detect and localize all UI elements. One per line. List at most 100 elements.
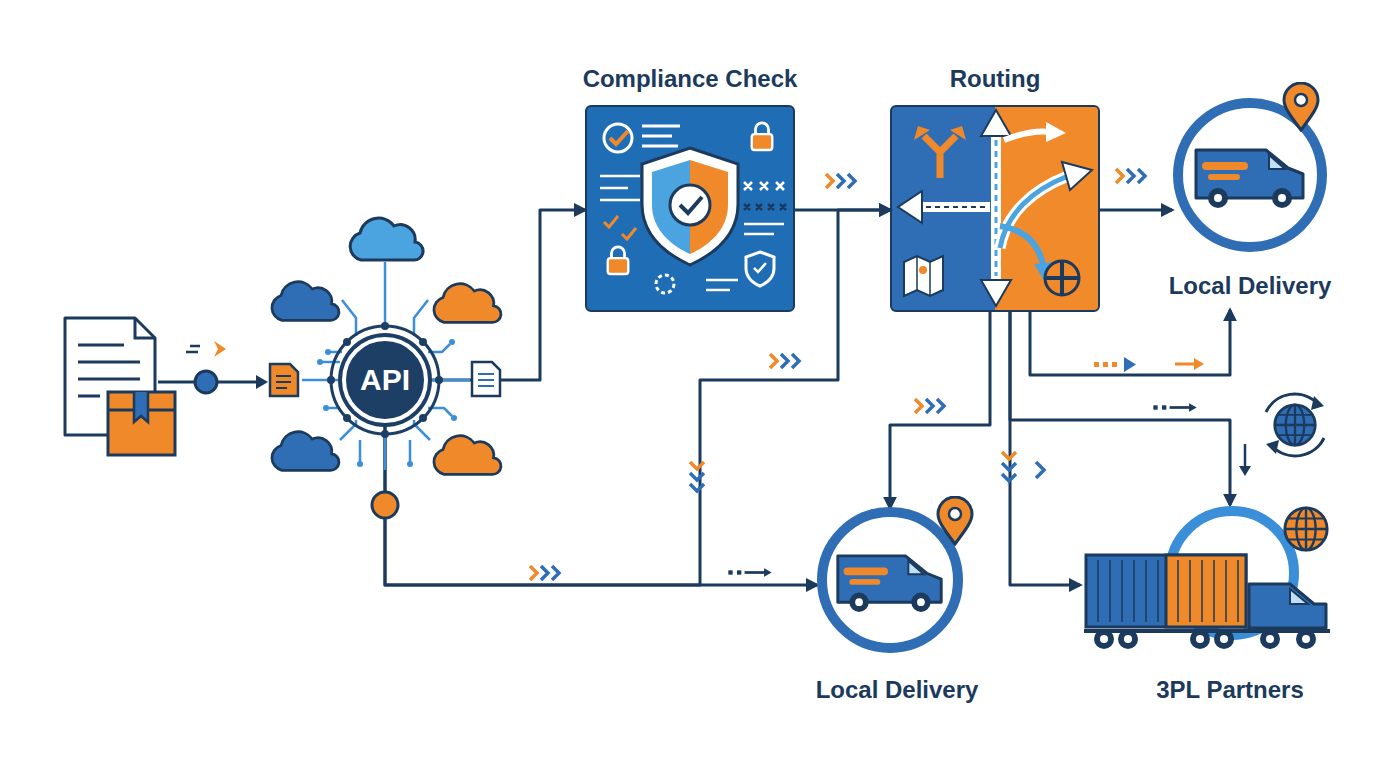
api-hub: API [342,337,428,423]
hub-ring [381,430,389,438]
hub-circuit-dots [357,461,363,467]
truck-icon [1098,560,1238,622]
hub-circuit [330,351,342,354]
truck-icon [1170,511,1294,635]
dash-arrows [1244,444,1247,468]
hub-circuit [414,420,430,440]
hub-ring [381,322,389,330]
hub-circuit-dots [317,359,323,365]
truck-icon [1249,584,1326,628]
truck-icon [1266,635,1274,643]
flow-chevrons [770,354,799,368]
dash-arrows [1175,363,1196,366]
truck-icon [1166,555,1246,627]
delivery-icon [1178,83,1322,247]
input-link [186,346,200,352]
parcel-icon [134,392,148,422]
dash-arrows [1124,357,1136,372]
cloud-icon [272,432,339,471]
hub-circuit [342,300,356,336]
globe-icon [1266,394,1318,412]
flow-chevrons [530,566,559,580]
flow-chevrons [915,399,944,413]
hub-circuit [384,262,387,330]
input-link [195,371,217,393]
dash-arrows [1194,358,1204,370]
node-label: API [346,341,424,419]
flow-connector [385,423,817,585]
delivery-icon [838,556,941,612]
routing-box: Routing [890,105,1100,312]
truck-icon [1220,635,1228,643]
dash-arrows [1112,362,1117,367]
input-link [158,341,268,393]
dash-arrows [728,357,1251,577]
globe-icon [1266,394,1324,456]
flow-chevrons [690,462,704,491]
document-icon [135,318,155,338]
globe-icon [1275,405,1315,445]
parcel-icon [108,392,175,455]
hub-port [372,492,398,518]
truck-icon [1084,629,1330,633]
partner-node: 3PL Partners [1080,505,1340,705]
truck-icon [1086,555,1246,627]
dash-arrows [1153,403,1196,412]
document-icon [78,345,140,396]
truck-icon [1260,629,1280,649]
flow-connector [1010,312,1230,505]
dash-arrows [1239,466,1251,476]
file-icon [478,374,494,386]
truck-icon [1190,629,1210,649]
input-link [158,381,194,384]
hub-ring [419,338,427,346]
delivery-icon [938,497,972,544]
cloud-icon [434,284,501,323]
hub-circuit [432,379,470,382]
hub-circuit [414,300,428,336]
delivery-icon [1284,83,1318,130]
input-link [214,341,226,357]
cloud-icon [434,436,501,475]
globe-icon [1311,396,1324,410]
globe-icon [1272,438,1324,456]
hub-circuit [340,420,356,440]
flow-chevrons [1002,452,1016,481]
hub-ring [343,338,351,346]
parcel-icon [108,392,175,455]
hub-ring [331,326,439,434]
flow-chevrons [1116,169,1145,183]
globe-icon [1266,440,1279,454]
delivery-node: Local Delivery [817,508,967,705]
hub-circuit-dots [407,461,413,467]
file-icon [472,362,500,396]
node-label: 3PL Partners [1115,676,1345,705]
delivery-icon [1178,103,1322,247]
hub-circuit [384,432,387,470]
dash-arrows [1103,362,1108,367]
node-label: Compliance Check [560,65,820,94]
hub-ring [435,376,443,384]
file-icon [270,364,298,396]
flow-connector [890,312,990,508]
flow-connector [1010,312,1080,585]
cloud-icon [272,218,501,474]
input-link [217,381,258,384]
hub-circuit [359,440,362,462]
truck-icon [1196,635,1204,643]
cloud-icon [350,218,423,260]
file-icon [276,376,291,388]
truck-icon [1084,508,1330,649]
hub-ring [419,414,427,422]
cloud-icon [272,282,339,321]
hub-circuit-dots [323,405,329,411]
hub-circuit-dots [325,349,331,355]
hub-circuit [428,408,452,416]
flow-connector [1100,209,1172,212]
node-label: Routing [865,65,1125,94]
hub-circuit-dots [449,339,455,345]
truck-icon [1290,589,1308,604]
delivery-icon [822,512,958,648]
